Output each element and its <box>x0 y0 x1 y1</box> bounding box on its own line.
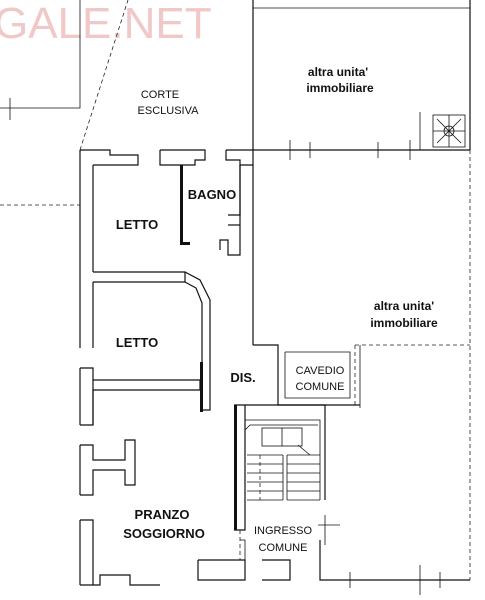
other-unit-top-label-line1: altra unita' <box>308 65 368 79</box>
ingresso-label-line1: INGRESSO <box>254 525 313 537</box>
main-staircase <box>244 419 321 501</box>
dis-label: DIS. <box>230 370 255 385</box>
pranzo-label-line1: PRANZO <box>135 507 190 522</box>
other-unit-top-outline <box>252 0 471 160</box>
other-unit-right-label-line1: altra unita' <box>374 299 434 313</box>
letto-2-label: LETTO <box>116 335 158 350</box>
watermark-text: GALE.NET <box>0 0 212 48</box>
site-boundary <box>0 0 129 206</box>
corte-label-line2: ESCLUSIVA <box>138 105 200 117</box>
other-unit-right-outline <box>252 150 471 580</box>
dimension-ticks <box>309 142 441 595</box>
corte-label-line1: CORTE <box>141 89 179 101</box>
letto-1-label: LETTO <box>116 217 158 232</box>
cavedio-label-line1: CAVEDIO <box>296 365 345 377</box>
ingresso-label-line2: COMUNE <box>259 542 308 554</box>
cavedio-label-line2: COMUNE <box>296 381 345 393</box>
other-unit-top-label-line2: immobiliare <box>306 81 374 95</box>
other-unit-right-label-line2: immobiliare <box>370 316 438 330</box>
spiral-stair <box>432 114 466 148</box>
bagno-label: BAGNO <box>188 187 236 202</box>
pranzo-label-line2: SOGGIORNO <box>123 526 205 541</box>
